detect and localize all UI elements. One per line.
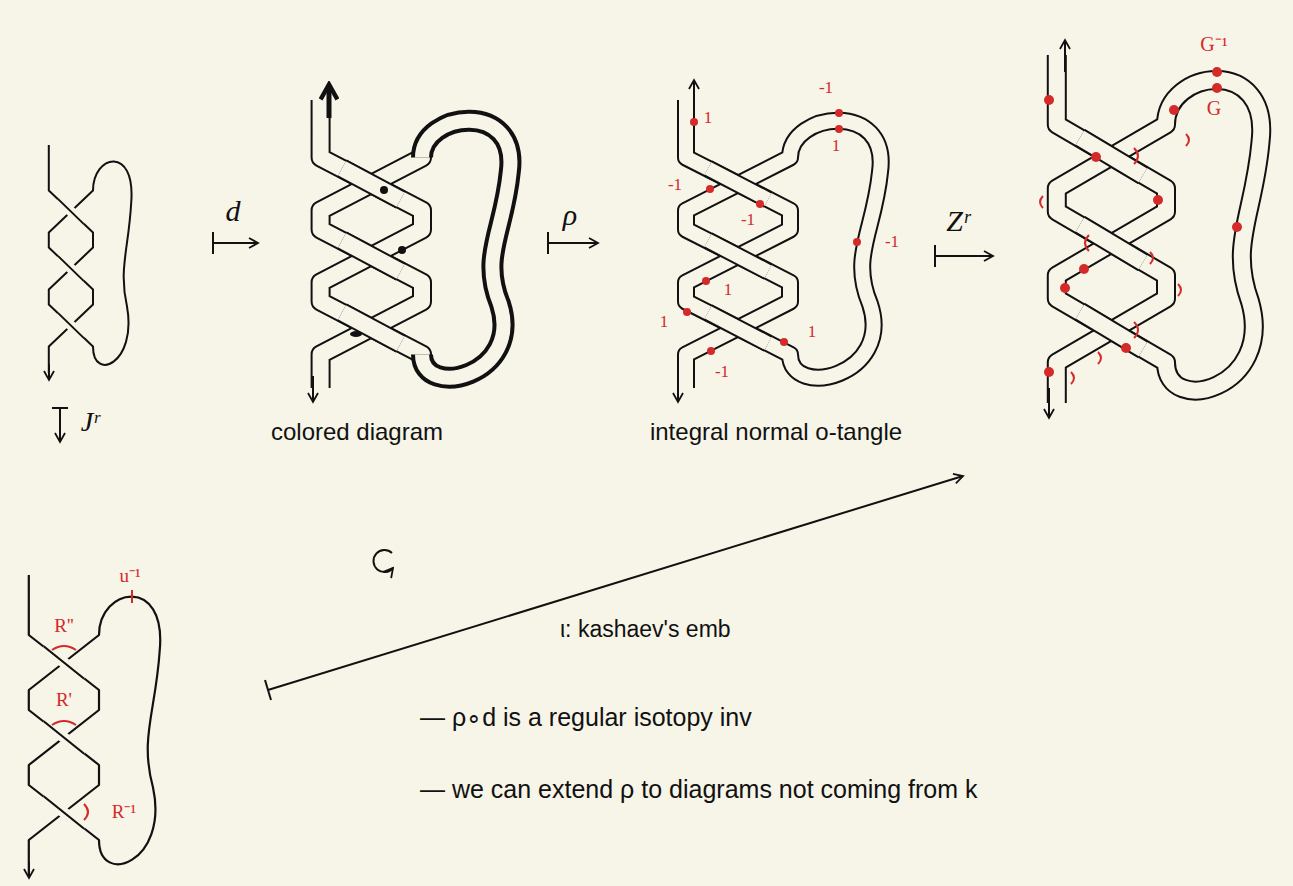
coefficient-label: 1 — [724, 281, 733, 300]
caption: integral normal o-tangle — [650, 419, 902, 445]
coefficient-label: 1 — [832, 137, 841, 156]
coefficient-label: 1 — [808, 323, 817, 342]
note: — we can extend ρ to diagrams not coming… — [420, 776, 978, 804]
map-arrows — [52, 232, 993, 700]
note: — ρ∘d is a regular isotopy inv — [420, 704, 752, 732]
commutes-symbol — [373, 550, 393, 572]
r-matrix-label: R' — [56, 690, 72, 711]
jr-diagram — [29, 575, 160, 875]
element-label: u⁻¹ — [119, 566, 140, 587]
red-dots — [1044, 67, 1242, 377]
orientation-arrow — [312, 376, 314, 402]
r-matrix-label: R'' — [54, 616, 74, 637]
o-tangle-diagram — [686, 100, 881, 388]
zr-diagram — [1057, 55, 1261, 403]
coefficient-label: -1 — [741, 211, 755, 230]
coefficient-label: 1 — [660, 313, 669, 332]
generator-label: G⁻¹ — [1200, 33, 1227, 55]
orientation-arrow — [1064, 40, 1066, 72]
colored-diagram — [321, 100, 511, 388]
coefficient-label: -1 — [819, 79, 833, 98]
caption: colored diagram — [271, 419, 443, 445]
r-matrix-label: R⁻¹ — [112, 802, 136, 823]
orientation-arrow — [1048, 388, 1050, 418]
map-label: d — [226, 194, 241, 227]
coefficient-label: 1 — [704, 109, 713, 128]
coefficient-label: -1 — [885, 233, 899, 252]
generator-label: G — [1207, 97, 1221, 119]
red-dots — [683, 109, 861, 355]
coefficient-label: -1 — [715, 363, 729, 382]
map-label: ι: kashaev's emb — [560, 617, 731, 642]
orientation-arrow — [327, 86, 332, 118]
crossing-marks — [52, 590, 132, 820]
orientation-arrow — [693, 80, 695, 112]
map-label: Jʳ — [81, 407, 100, 438]
orientation-arrow — [48, 364, 50, 380]
map-label: ρ — [563, 198, 577, 231]
orientation-arrow — [677, 372, 679, 402]
color-dots — [350, 186, 406, 337]
coefficient-label: -1 — [668, 176, 682, 195]
knot-diagram — [49, 145, 132, 373]
orientation-arrow — [28, 862, 30, 878]
map-label: Zʳ — [946, 204, 969, 237]
red-curls — [1040, 134, 1189, 384]
